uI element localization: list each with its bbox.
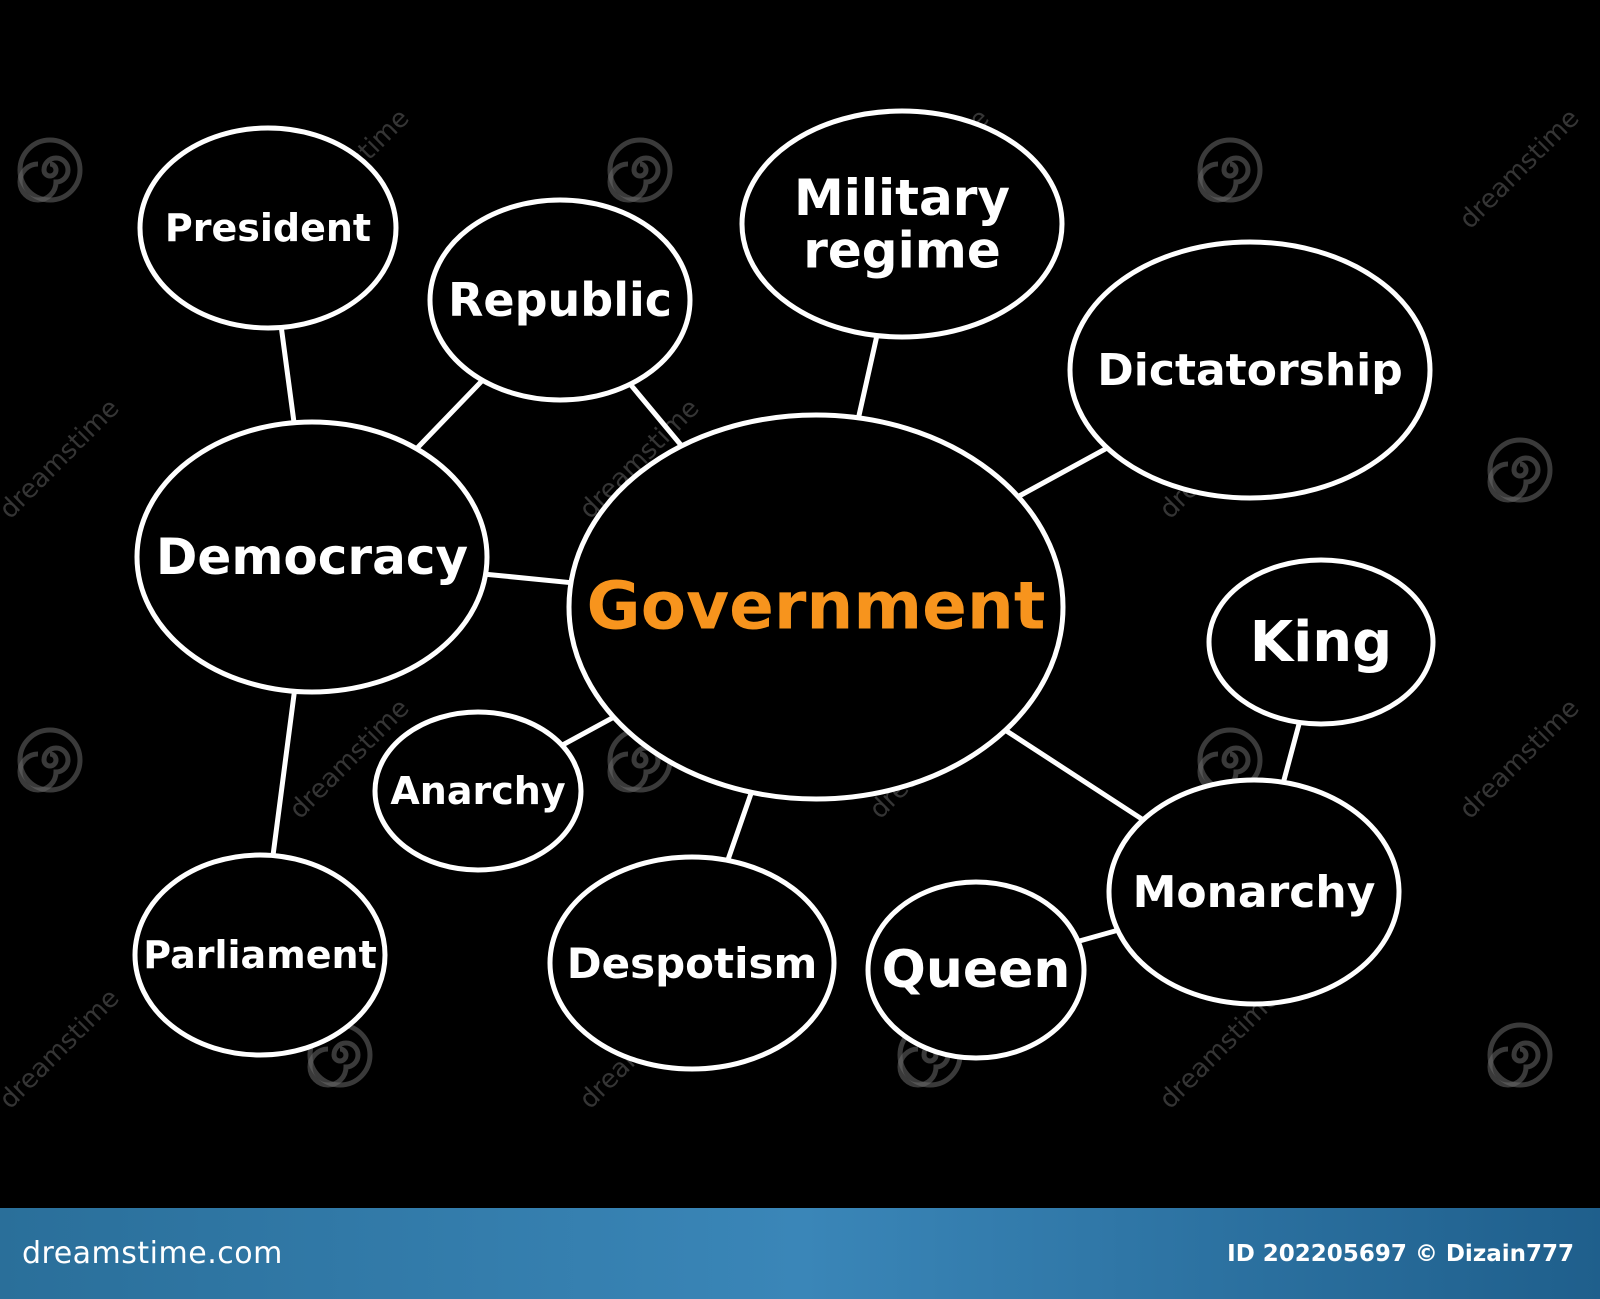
edge-president-democracy: [278, 324, 297, 426]
node-king-label: King: [1250, 610, 1393, 675]
edge-military-government: [855, 333, 880, 421]
node-monarchy: Monarchy: [1106, 777, 1402, 1007]
footer-brand-logo[interactable]: dreamstime.com: [22, 1236, 283, 1271]
footer-bar: dreamstime.com ID 202205697 © Dizain777: [0, 1208, 1600, 1299]
watermark-spiral-icon: [17, 727, 83, 793]
watermark-spiral-icon: [1197, 137, 1263, 203]
node-republic-label: Republic: [448, 273, 672, 327]
node-despotism-label: Despotism: [567, 939, 818, 988]
node-democracy: Democracy: [134, 419, 490, 695]
node-president: President: [137, 125, 399, 331]
central-node-ellipse: [566, 412, 1066, 802]
node-anarchy-ellipse: [372, 709, 584, 873]
node-president-label: President: [165, 206, 371, 250]
central-node-label: Government: [587, 568, 1046, 645]
edge-anarchy-government: [559, 714, 617, 748]
node-monarchy-label: Monarchy: [1133, 867, 1376, 918]
node-queen-label: Queen: [882, 940, 1071, 1000]
watermark-spiral-icon: [1487, 437, 1553, 503]
node-anarchy: Anarchy: [372, 709, 584, 873]
central-node: Government: [566, 412, 1066, 802]
node-republic: Republic: [427, 197, 693, 403]
node-parliament: Parliament: [132, 852, 388, 1058]
watermark-spiral-icon: [607, 137, 673, 203]
edge-queen-monarchy: [1075, 927, 1121, 944]
node-despotism: Despotism: [547, 854, 837, 1072]
edge-democracy-government: [483, 571, 574, 586]
watermark-text: dreamstime: [0, 983, 125, 1115]
node-parliament-label: Parliament: [143, 933, 377, 977]
edge-king-monarchy: [1280, 719, 1302, 785]
node-democracy-label: Democracy: [156, 528, 468, 586]
watermark-spiral-icon: [17, 137, 83, 203]
node-king: King: [1206, 557, 1436, 727]
node-king-ellipse: [1206, 557, 1436, 727]
node-dictatorship-ellipse: [1067, 239, 1433, 501]
watermark-text: dreamstime: [1454, 103, 1586, 235]
edge-republic-democracy: [413, 377, 486, 452]
node-queen: Queen: [865, 879, 1087, 1061]
watermark-text: dreamstime: [0, 393, 125, 525]
node-despotism-ellipse: [547, 854, 837, 1072]
node-republic-ellipse: [427, 197, 693, 403]
node-military-ellipse: [739, 108, 1065, 340]
connector-lines: [270, 324, 1302, 944]
node-parliament-ellipse: [132, 852, 388, 1058]
node-dictatorship: Dictatorship: [1067, 239, 1433, 501]
node-queen-ellipse: [865, 879, 1087, 1061]
node-dictatorship-label: Dictatorship: [1097, 345, 1402, 396]
watermark-text: dreamstime: [1454, 693, 1586, 825]
node-anarchy-label: Anarchy: [390, 769, 565, 813]
edge-despotism-government: [725, 789, 754, 863]
edge-dictatorship-government: [1015, 445, 1110, 500]
edge-republic-government: [627, 381, 685, 449]
footer-image-credit: ID 202205697 © Dizain777: [1227, 1240, 1574, 1267]
mind-map-diagram: dreamstime dreamstime dreamstime dreamstime…: [0, 103, 1586, 1115]
node-monarchy-ellipse: [1106, 777, 1402, 1007]
edge-democracy-parliament: [270, 688, 297, 859]
node-democracy-ellipse: [134, 419, 490, 695]
edge-monarchy-government: [1002, 727, 1146, 823]
watermark-spiral-icon: [1487, 1022, 1553, 1088]
node-president-ellipse: [137, 125, 399, 331]
